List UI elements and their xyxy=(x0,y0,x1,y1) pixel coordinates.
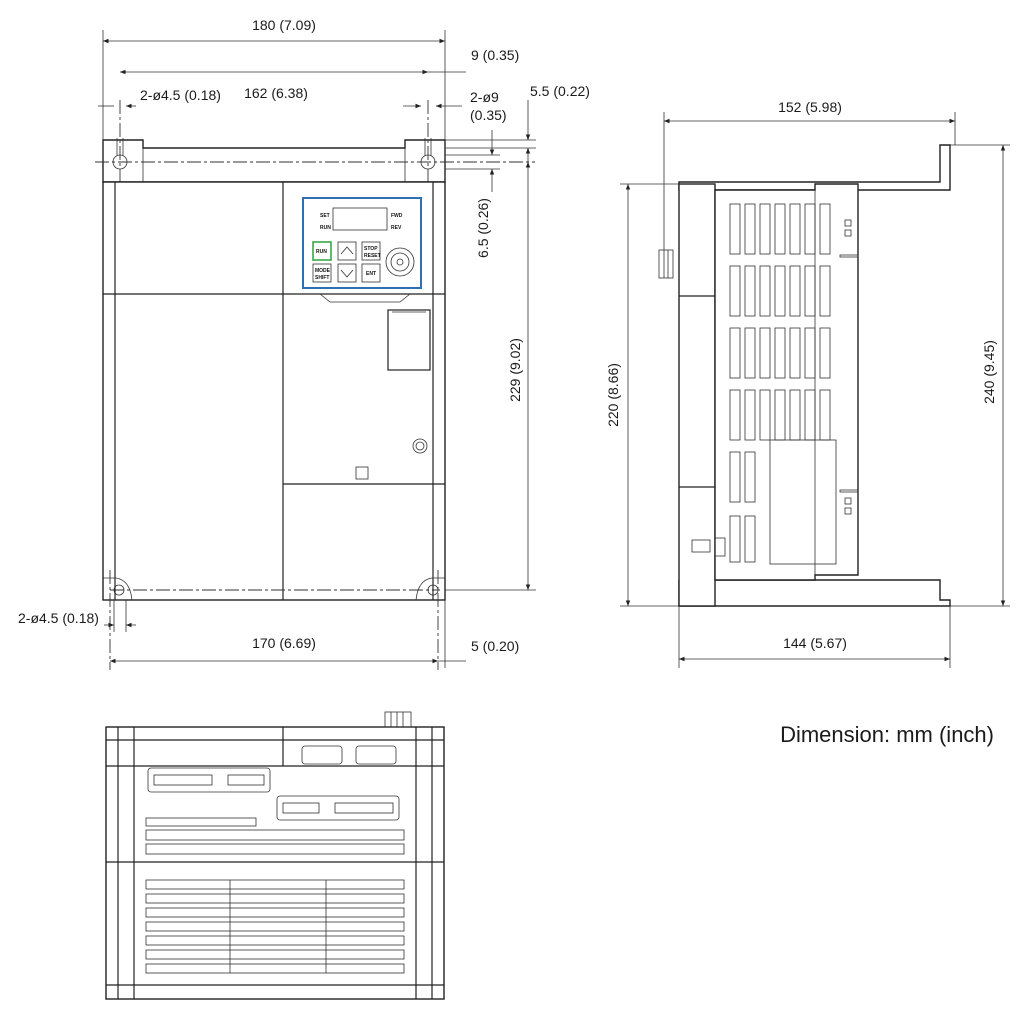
mode-shift-key xyxy=(312,263,332,283)
shift-key-label: SHIFT xyxy=(315,275,329,281)
potentiometer-knob xyxy=(385,247,415,277)
bottom-fan-grill xyxy=(145,879,405,974)
front-slot-dia-inch-label: (0.35) xyxy=(470,107,507,123)
up-key xyxy=(337,241,357,261)
front-slot-dia-label: 2-ø9 xyxy=(470,89,499,105)
cover-screw xyxy=(412,438,428,454)
reset-key-label: RESET xyxy=(364,253,381,259)
front-mount-offset-label: 9 (0.35) xyxy=(471,47,519,63)
run-key-label: RUN xyxy=(316,249,327,255)
led-rev-label: REV xyxy=(391,225,402,231)
side-view: 152 (5.98) 220 (8.66) 240 (9.45) 144 (5.… xyxy=(605,99,1010,668)
stop-key-label: STOP xyxy=(364,246,378,252)
stop-reset-key xyxy=(361,241,381,261)
front-hole-spacing-top-label: 162 (6.38) xyxy=(244,85,308,101)
units-note: Dimension: mm (inch) xyxy=(780,722,994,747)
down-key xyxy=(337,263,357,283)
mode-key-label: MODE xyxy=(315,268,331,274)
run-key xyxy=(312,241,332,261)
keypad-display xyxy=(332,207,388,231)
side-depth-body-label: 144 (5.67) xyxy=(783,635,847,651)
front-view: SET RUN FWD REV RUN STOP RESET MODE SHIF… xyxy=(18,17,590,670)
led-run-label: RUN xyxy=(320,225,331,231)
led-fwd-label: FWD xyxy=(391,213,403,219)
down-arrow-icon xyxy=(340,269,354,278)
ent-key-label: ENT xyxy=(366,271,376,277)
side-height-overall-label: 240 (9.45) xyxy=(981,340,997,404)
bottom-view xyxy=(105,711,445,1000)
front-top-offset-label: 5.5 (0.22) xyxy=(530,83,590,99)
comm-port-cover xyxy=(387,309,431,371)
bottom-knob xyxy=(384,711,412,728)
front-top-holes-label: 2-ø4.5 (0.18) xyxy=(140,87,221,103)
front-height-holes-label: 229 (9.02) xyxy=(507,338,523,402)
ent-key xyxy=(361,263,381,283)
front-width-overall-label: 180 (7.09) xyxy=(252,17,316,33)
side-depth-overall-label: 152 (5.98) xyxy=(778,99,842,115)
bottom-enclosure xyxy=(105,726,445,1000)
front-bottom-offset-label: 5 (0.20) xyxy=(471,638,519,654)
front-slot-height-label: 6.5 (0.26) xyxy=(475,198,491,258)
front-hole-spacing-bottom-label: 170 (6.69) xyxy=(252,635,316,651)
front-bottom-holes-label: 2-ø4.5 (0.18) xyxy=(18,610,99,626)
side-front-cover xyxy=(678,183,716,607)
keypad-panel: SET RUN FWD REV RUN STOP RESET MODE SHIF… xyxy=(302,197,422,289)
side-vents xyxy=(729,203,831,563)
side-heatsink xyxy=(714,183,859,581)
up-arrow-icon xyxy=(340,246,354,255)
led-set-label: SET xyxy=(320,213,330,219)
side-height-body-label: 220 (8.66) xyxy=(605,363,621,427)
latch-square xyxy=(355,466,369,480)
